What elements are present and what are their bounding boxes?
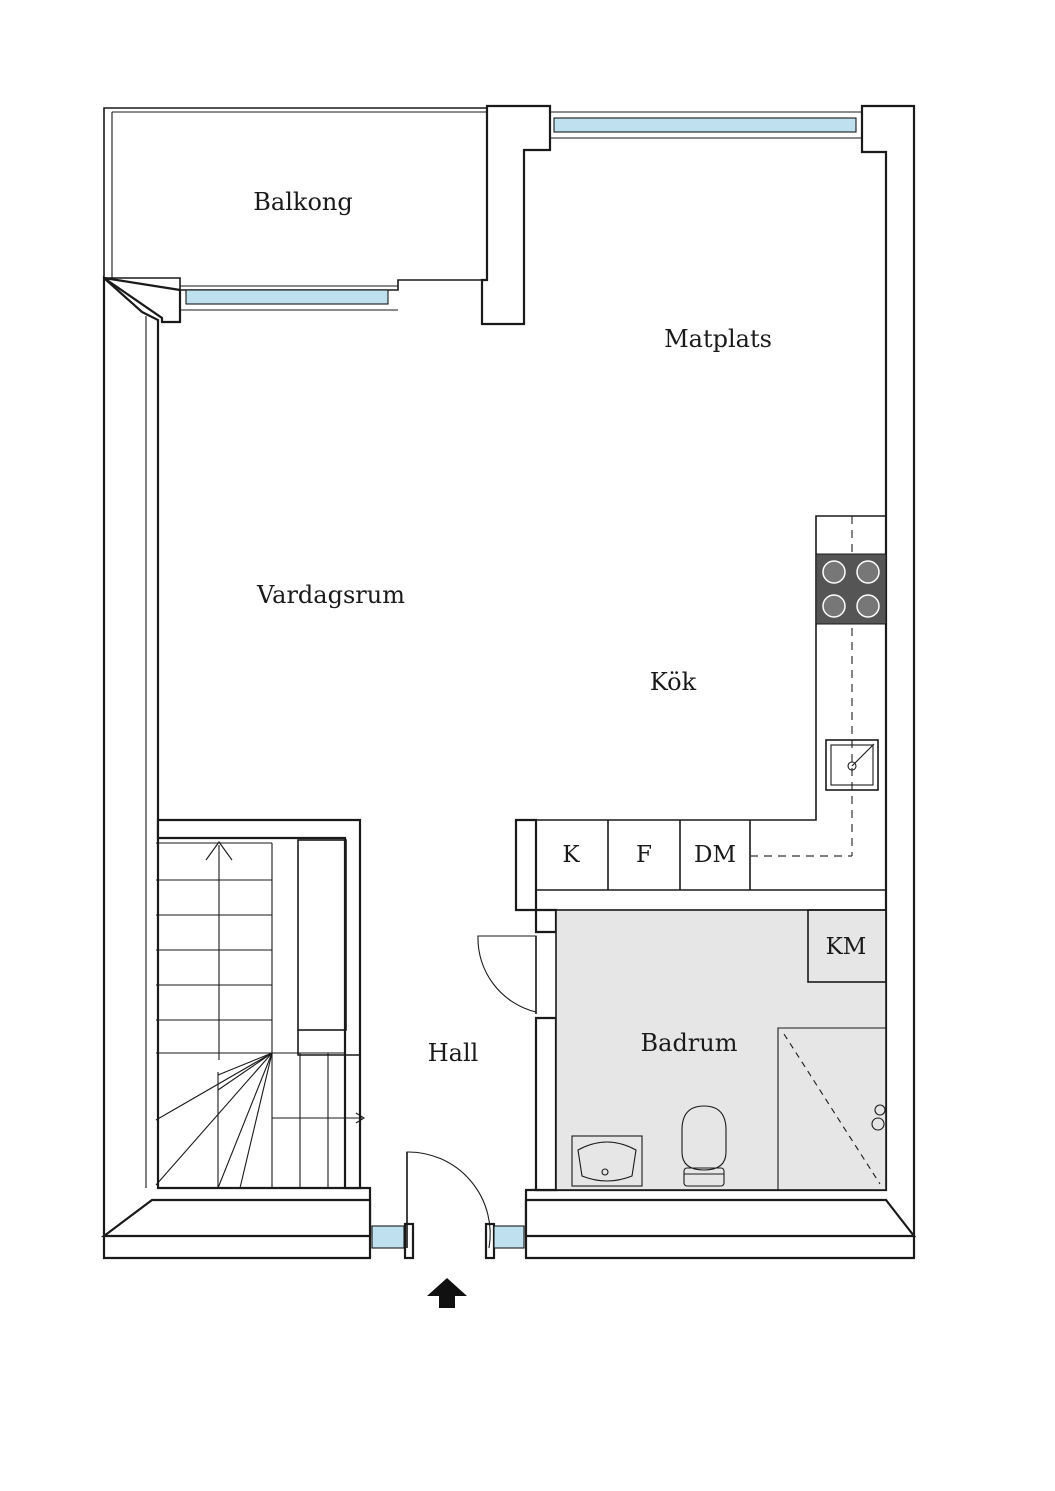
room-label-hall: Hall bbox=[428, 1039, 479, 1067]
entrance-arrow-icon bbox=[427, 1278, 467, 1308]
appliance-label-km: KM bbox=[826, 934, 867, 960]
appliance-label-dm: DM bbox=[694, 842, 736, 868]
room-label-vardagsrum: Vardagsrum bbox=[256, 581, 405, 609]
outer-walls bbox=[100, 104, 917, 1260]
shower-icon bbox=[871, 1104, 886, 1131]
kitchen-sink-icon bbox=[825, 739, 879, 791]
doors bbox=[406, 935, 537, 1249]
appliance-label-k: K bbox=[562, 842, 580, 868]
window-bottom-right bbox=[493, 1225, 525, 1249]
appliance-label-f: F bbox=[636, 842, 652, 868]
toilet-icon bbox=[681, 1105, 727, 1187]
windows bbox=[180, 111, 862, 1249]
kitchen bbox=[535, 515, 887, 891]
window-balcony bbox=[185, 289, 389, 305]
room-label-matplats: Matplats bbox=[664, 325, 772, 353]
room-label-balkong: Balkong bbox=[253, 188, 352, 216]
window-bottom-left bbox=[371, 1225, 405, 1249]
staircase bbox=[155, 841, 366, 1189]
stair-arrow-icon bbox=[205, 841, 366, 1124]
window-top bbox=[553, 117, 857, 133]
bathroom bbox=[555, 909, 887, 1191]
stove-icon bbox=[815, 553, 887, 625]
washbasin-icon bbox=[571, 1135, 643, 1187]
room-label-badrum: Badrum bbox=[641, 1029, 738, 1057]
balcony bbox=[103, 107, 488, 324]
room-label-kok: Kök bbox=[650, 668, 697, 696]
